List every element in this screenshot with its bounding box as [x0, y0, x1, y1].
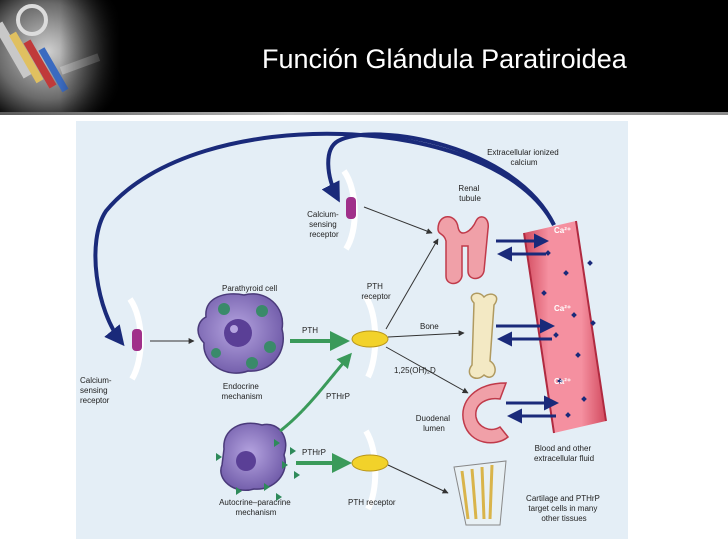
- slide-header: Función Glándula Paratiroidea: [0, 0, 728, 114]
- cartilage-tissue: [453, 460, 507, 526]
- label-pthrp-mid: PTHrP: [326, 392, 350, 401]
- autocrine-cell: [216, 422, 300, 501]
- label-casr-left: Calcium- sensing receptor: [80, 376, 114, 405]
- label-endocrine: Endocrine mechanism: [222, 382, 263, 401]
- slide-title: Función Glándula Paratiroidea: [262, 44, 627, 74]
- arrow-pthrp-autocrine: [279, 352, 352, 433]
- label-casr-top: Calcium- sensing receptor: [307, 210, 341, 239]
- label-duodenal: Duodenal lumen: [416, 414, 452, 433]
- label-bone: Bone: [420, 322, 439, 331]
- label-pth-receptor-top: PTH receptor: [361, 282, 391, 301]
- feedback-arrow-outer: [93, 131, 556, 347]
- label-pth: PTH: [302, 326, 318, 335]
- arrow-casr-to-renal: [363, 206, 433, 234]
- label-renal-tubule: Renal tubule: [458, 184, 481, 203]
- bone: [468, 292, 498, 379]
- label-extracellular: Extracellular ionized calcium: [487, 148, 561, 167]
- ca-label-mid: Ca²⁺: [554, 304, 571, 313]
- label-vitd: 1,25(OH)₂D: [394, 366, 436, 375]
- arrow-receptor-to-cartilage: [387, 464, 449, 494]
- arrow-receptor-to-duodenum: [385, 346, 469, 394]
- arrow-receptor-to-bone: [387, 330, 465, 338]
- ca-label-top: Ca²⁺: [554, 226, 571, 235]
- renal-tubule: [437, 216, 489, 285]
- feedback-arrow-inner: [321, 132, 556, 226]
- label-blood: Blood and other extracellular fluid: [534, 444, 594, 463]
- label-parathyroid-cell: Parathyroid cell: [222, 284, 277, 293]
- pth-receptor-top: [351, 295, 389, 379]
- parathyroid-cell: [197, 293, 284, 374]
- exchange-arrows: [496, 233, 559, 424]
- label-cartilage: Cartilage and PTHrP target cells in many…: [526, 494, 602, 523]
- calcium-sensing-receptor-top: [341, 169, 358, 251]
- ca-label-bottom: Ca²⁺: [554, 377, 571, 386]
- label-pthrp-bottom: PTHrP: [302, 448, 326, 457]
- arrow-receptor-to-renal: [385, 238, 439, 330]
- title-divider: [0, 112, 728, 115]
- medical-photo-icon: [0, 0, 120, 114]
- duodenal-lumen: [462, 382, 510, 444]
- label-pth-receptor-bottom: PTH receptor: [348, 498, 396, 507]
- label-autocrine: Autocrine–paracrine mechanism: [219, 498, 293, 517]
- pth-receptor-bottom: [351, 429, 389, 511]
- parathyroid-diagram: Ca²⁺ Ca²⁺ Ca²⁺: [76, 121, 628, 539]
- calcium-sensing-receptor-left: [127, 297, 144, 381]
